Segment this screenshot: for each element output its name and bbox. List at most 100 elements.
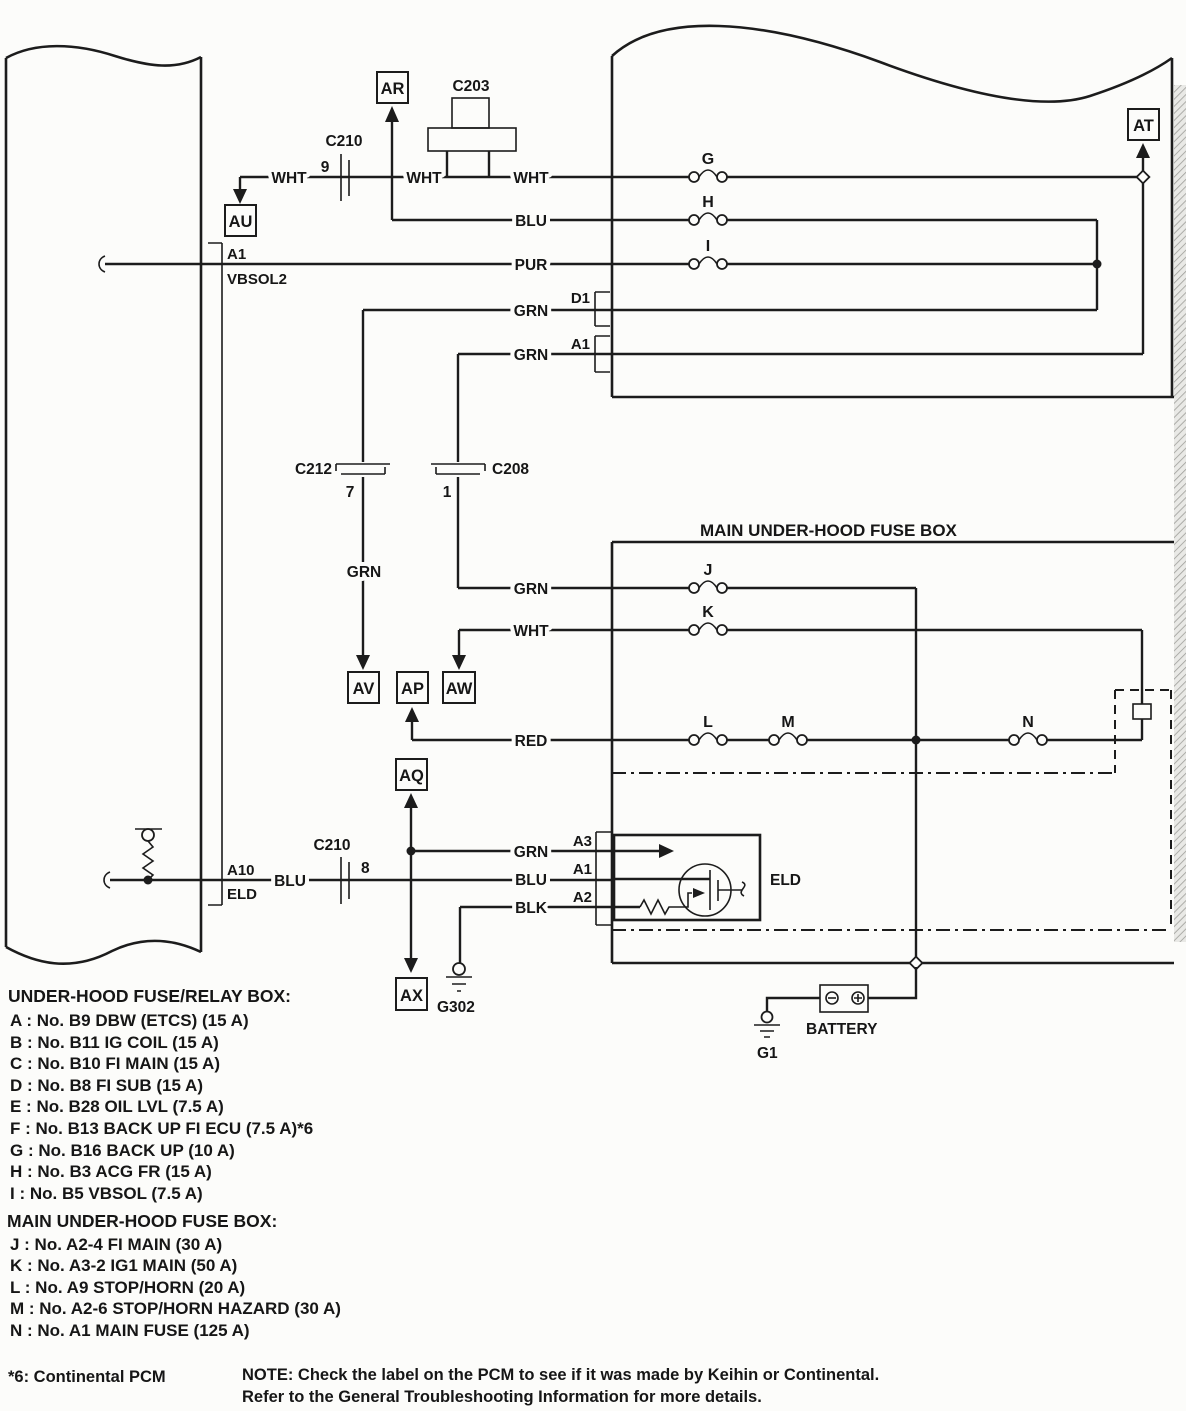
pcm-pin-a10: A10 (227, 862, 255, 879)
fuse-k-label: K (702, 604, 714, 621)
fuse-j-label: J (704, 562, 713, 579)
g1-label: G1 (757, 1045, 778, 1062)
fuse-n-label: N (1022, 714, 1034, 731)
pcm-pin-a1: A1 (227, 246, 246, 263)
page-edge-hatch (1174, 85, 1186, 942)
pcm-pin-a1-signal: VBSOL2 (227, 271, 287, 288)
ground-g1: G1 (754, 1010, 780, 1062)
ref-at: AT (1127, 108, 1160, 141)
note-line-1: NOTE: Check the label on the PCM to see … (242, 1366, 879, 1384)
aq-ax-branch: AQ AX (395, 758, 428, 1011)
legend-underhood-title: UNDER-HOOD FUSE/RELAY BOX: (8, 986, 291, 1006)
grn-av-branch (356, 310, 370, 670)
grn-j-branch (456, 354, 916, 590)
g302-label: G302 (437, 999, 475, 1016)
ref-ax-label: AX (400, 987, 423, 1005)
fuse-i-label: I (706, 238, 710, 255)
pcm-outline (4, 44, 203, 965)
legend-item: F : No. B13 BACK UP FI ECU (7.5 A)*6 (10, 1119, 313, 1138)
fuse-g: G (688, 151, 728, 183)
g-at-return (612, 143, 1151, 356)
legend-item: A : No. B9 DBW (ETCS) (15 A) (10, 1011, 249, 1030)
pcm-connector-bracket (208, 242, 223, 906)
blu-eld-label: BLU (515, 872, 547, 889)
footnotes: *6: Continental PCM NOTE: Check the labe… (8, 1366, 879, 1406)
blk-eld-label: BLK (515, 900, 548, 917)
red-wire (405, 707, 1142, 745)
fuse-l-label: L (703, 714, 713, 731)
main-fuse-dashed-box (1114, 689, 1172, 930)
fuse-g-label: G (702, 151, 714, 168)
c208-pin: 1 (443, 484, 452, 501)
pur-wire (98, 255, 1097, 273)
c203-label: C203 (452, 78, 489, 95)
legend-item: B : No. B11 IG COIL (15 A) (10, 1033, 219, 1052)
hi-return-loop (612, 220, 1102, 312)
ref-ar: AR (376, 71, 409, 220)
legend-item: C : No. B10 FI MAIN (15 A) (10, 1054, 220, 1073)
c210-bottom-pin: 8 (361, 860, 370, 877)
legend-main-title: MAIN UNDER-HOOD FUSE BOX: (7, 1211, 277, 1231)
blu-label-top: BLU (515, 213, 547, 230)
ref-ap: AP (396, 671, 429, 704)
grn-a1-label: GRN (514, 347, 548, 364)
ref-aw-label: AW (446, 680, 473, 698)
ref-au-label: AU (229, 213, 253, 231)
wht-k-label: WHT (513, 623, 549, 640)
legend-item: M : No. A2-6 STOP/HORN HAZARD (30 A) (10, 1299, 341, 1318)
wht-label-2: WHT (406, 170, 442, 187)
legend-item: H : No. B3 ACG FR (15 A) (10, 1162, 212, 1181)
fuse-n: N (1008, 714, 1048, 746)
grn-d1-label: GRN (514, 303, 548, 320)
legend-item: I : No. B5 VBSOL (7.5 A) (10, 1184, 203, 1203)
battery-label: BATTERY (806, 1021, 878, 1038)
fuse-k: K (688, 604, 728, 636)
legend-item: E : No. B28 OIL LVL (7.5 A) (10, 1097, 224, 1116)
ref-av: AV (347, 671, 380, 704)
wht-k-branch (452, 628, 1142, 670)
eld-pin-a1: A1 (573, 861, 592, 878)
legend-main: MAIN UNDER-HOOD FUSE BOX: J : No. A2-4 F… (7, 1211, 341, 1340)
c208-label: C208 (492, 461, 529, 478)
fuse-j: J (688, 562, 728, 594)
fuse-l: L (688, 714, 728, 746)
blu-a10-wire (103, 871, 612, 889)
eld-label: ELD (770, 872, 801, 889)
battery-bus-vertical (868, 588, 924, 1000)
ref-at-label: AT (1133, 117, 1154, 135)
fuse-i: I (688, 238, 728, 270)
note-line-2: Refer to the General Troubleshooting Inf… (242, 1388, 762, 1406)
blk-eld-wire (458, 905, 612, 963)
legend-item: N : No. A1 MAIN FUSE (125 A) (10, 1321, 250, 1340)
ref-aw: AW (442, 671, 476, 704)
main-fuse-link (1132, 630, 1152, 740)
eld-pin-a3: A3 (573, 833, 592, 850)
fuse-h-label: H (702, 194, 714, 211)
fuse-h: H (688, 194, 728, 226)
legend-item: K : No. A3-2 IG1 MAIN (50 A) (10, 1256, 237, 1275)
grn-d1-wire (363, 291, 612, 327)
battery: BATTERY (765, 984, 878, 1038)
legend-underhood: UNDER-HOOD FUSE/RELAY BOX: A : No. B9 DB… (8, 986, 313, 1203)
grn-eld-label: GRN (514, 844, 548, 861)
connector-c210-top: C210 9 (321, 133, 363, 201)
ground-g302: G302 (437, 962, 475, 1016)
ref-au: AU (224, 204, 257, 237)
connector-c203: C203 (427, 78, 517, 177)
red-label: RED (515, 733, 548, 750)
fuse-m: M (768, 714, 808, 746)
ref-av-label: AV (353, 680, 375, 698)
eld-connector-bracket (595, 831, 612, 926)
ref-aq-label: AQ (399, 767, 424, 785)
pur-label: PUR (515, 257, 548, 274)
pcm-pullup-resistor (135, 828, 162, 885)
wht-label-1: WHT (271, 170, 307, 187)
footnote-continental: *6: Continental PCM (8, 1368, 166, 1386)
blu-a10-label: BLU (274, 873, 306, 890)
grn-a1-wire (458, 335, 612, 373)
c210-top-label: C210 (325, 133, 362, 150)
grn-j-label: GRN (514, 581, 548, 598)
main-underhood-fusebox-outline (610, 540, 1174, 965)
underhood-fusebox-outline (610, 24, 1174, 399)
